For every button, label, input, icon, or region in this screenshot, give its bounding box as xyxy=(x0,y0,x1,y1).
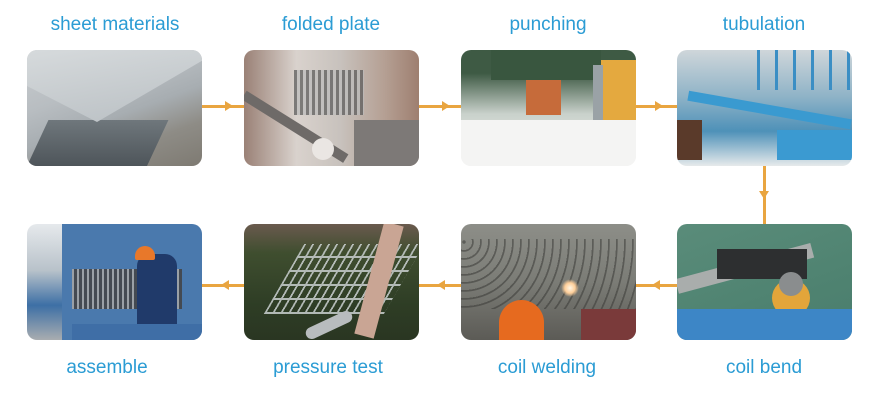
arrow-head-right-icon xyxy=(225,101,233,111)
step-label-coil-welding: coil welding xyxy=(497,357,597,378)
step-label-assemble: assemble xyxy=(66,357,148,378)
arrow-sheet-to-folded xyxy=(202,105,244,108)
arrow-head-left-icon xyxy=(221,280,229,290)
arrow-head-down-icon xyxy=(759,191,769,199)
arrow-folded-to-punching xyxy=(419,105,461,108)
step-label-tubulation: tubulation xyxy=(722,14,806,35)
photo-sheet-materials xyxy=(27,50,202,166)
photo-coil-bend xyxy=(677,224,852,340)
photo-folded-plate xyxy=(244,50,419,166)
photo-tubulation xyxy=(677,50,852,166)
step-label-folded-plate: folded plate xyxy=(281,14,381,35)
arrow-head-left-icon xyxy=(652,280,660,290)
photo-coil-welding xyxy=(461,224,636,340)
arrow-head-left-icon xyxy=(437,280,445,290)
step-label-pressure-test: pressure test xyxy=(273,357,383,378)
step-label-sheet-materials: sheet materials xyxy=(50,14,180,35)
arrow-head-right-icon xyxy=(442,101,450,111)
photo-punching xyxy=(461,50,636,166)
photo-assemble xyxy=(27,224,202,340)
step-label-coil-bend: coil bend xyxy=(725,357,803,378)
arrow-head-right-icon xyxy=(655,101,663,111)
photo-pressure-test xyxy=(244,224,419,340)
step-label-punching: punching xyxy=(509,14,587,35)
